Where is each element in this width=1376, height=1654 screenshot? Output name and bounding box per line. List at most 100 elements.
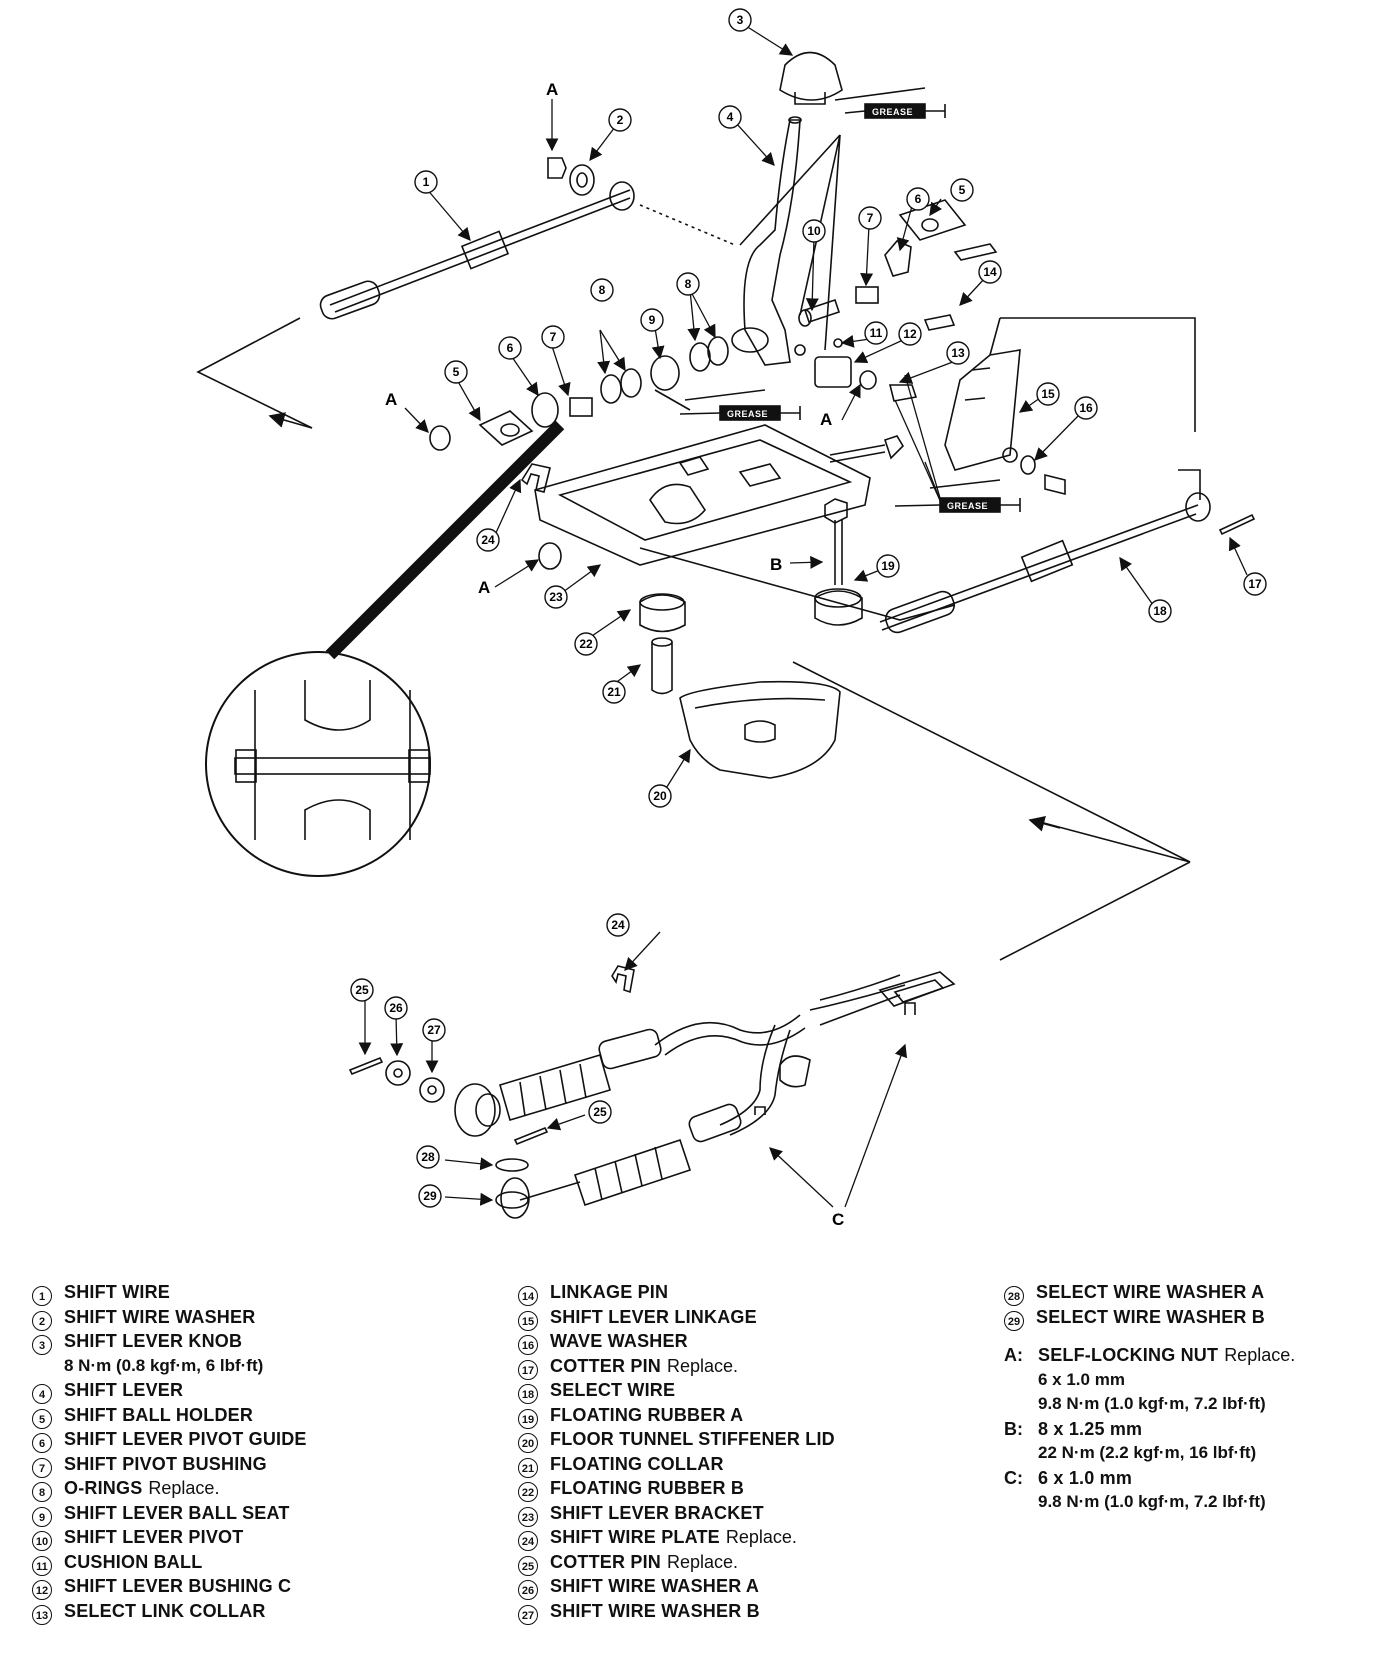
legend-label: SELECT WIRE WASHER B [1036, 1306, 1266, 1327]
exploded-view-diagram: GREASE GREASE GREASE A A A A B C 1234567… [196, 8, 1267, 1229]
grease-label-middle: GREASE [727, 409, 768, 419]
legend-label: SHIFT LEVER BUSHING C [64, 1576, 292, 1596]
callout-number: 20 [653, 789, 667, 803]
callout-23: 23 [544, 585, 568, 609]
fastener-spec: 9.8 N·m (1.0 kgf·m, 7.2 lbf·ft) [1038, 1394, 1266, 1413]
legend-label: SHIFT LEVER BALL SEAT [64, 1502, 290, 1523]
callout-circle [876, 554, 900, 578]
legend-note: Replace. [667, 1355, 739, 1376]
legend-label: SHIFT WIRE WASHER A [550, 1576, 760, 1596]
callout-19: 19 [876, 554, 900, 578]
legend-item: 11 CUSHION BALL [32, 1552, 492, 1577]
callout-circle [608, 108, 632, 132]
legend-number: 11 [32, 1555, 52, 1576]
letter-a-lower: A [478, 578, 490, 597]
callout-number: 7 [867, 211, 874, 225]
callout-circle [416, 1145, 440, 1169]
callout-circle [574, 632, 598, 656]
legend-label: FLOATING RUBBER A [550, 1404, 744, 1425]
callout-number: 9 [649, 313, 656, 327]
legend-number: 20 [518, 1433, 538, 1453]
legend-label: LINKAGE PIN [550, 1282, 669, 1302]
callout-29: 29 [418, 1184, 442, 1208]
shift-lever-knob-drawing [779, 51, 843, 105]
callout-number: 14 [983, 265, 997, 279]
callout-circle [476, 528, 500, 552]
letter-c: C [832, 1210, 844, 1229]
legend-label: CUSHION BALL [64, 1551, 203, 1572]
shift-lever-linkage-drawing [944, 317, 1196, 471]
callout-5: 5 [444, 360, 468, 384]
letter-a-right: A [820, 410, 832, 429]
callout-number: 25 [355, 983, 369, 997]
fastener-item: C:6 x 1.0 mm [1004, 1468, 1364, 1493]
shift-lever-bracket-drawing [534, 424, 956, 621]
callout-15: 15 [1036, 382, 1060, 406]
callout-circle [1074, 396, 1098, 420]
legend-number: 21 [518, 1457, 538, 1478]
callout-10: 10 [802, 219, 826, 243]
callout-number: 5 [453, 365, 460, 379]
callout-circle [676, 272, 700, 296]
callout-number: 21 [607, 685, 621, 699]
callout-7: 7 [541, 325, 565, 349]
callout-number: 7 [550, 330, 557, 344]
fastener-tag: B: [1004, 1418, 1023, 1439]
callout-7: 7 [858, 206, 882, 230]
letter-a-left: A [385, 390, 397, 409]
legend-number: 10 [32, 1531, 52, 1551]
legend-item: 5 SHIFT BALL HOLDER [32, 1405, 492, 1430]
legend-number: 1 [32, 1286, 52, 1306]
bolt-b-and-rubber [814, 498, 863, 626]
legend-label: O-RINGS [64, 1478, 143, 1498]
callout-circle [1036, 382, 1060, 406]
callout-number: 1 [423, 175, 430, 189]
callout-13: 13 [946, 341, 970, 365]
callout-number: 4 [727, 110, 734, 124]
callout-circle [588, 1100, 612, 1124]
callout-3: 3 [728, 8, 752, 32]
legend-number: 5 [32, 1408, 52, 1429]
legend-number: 29 [1004, 1310, 1024, 1331]
callout-number: 8 [685, 277, 692, 291]
callout-circle [602, 680, 626, 704]
fastener-label: 8 x 1.25 mm [1038, 1418, 1143, 1439]
callout-11: 11 [864, 321, 888, 345]
callout-6: 6 [906, 187, 930, 211]
fastener-item: B: 8 x 1.25 mm [1004, 1419, 1364, 1444]
legend-label: SHIFT WIRE PLATE [550, 1527, 720, 1547]
grease-label-lower: GREASE [947, 501, 988, 511]
callout-number: 8 [599, 283, 606, 297]
legend-number: 17 [518, 1359, 538, 1380]
shift-wire-upper [319, 181, 736, 320]
callout-number: 13 [951, 346, 965, 360]
legend-number: 8 [32, 1482, 52, 1502]
grease-callout-middle [654, 389, 801, 421]
callout-16: 16 [1074, 396, 1098, 420]
legend-label: SHIFT BALL HOLDER [64, 1404, 254, 1425]
legend-number: 24 [518, 1531, 538, 1551]
legend-label: SHIFT PIVOT BUSHING [64, 1453, 267, 1474]
legend-number: 13 [32, 1604, 52, 1625]
callout-number: 27 [427, 1023, 441, 1037]
legend-number: 28 [1004, 1286, 1024, 1306]
grease-callout-top [739, 87, 946, 351]
callout-27: 27 [422, 1018, 446, 1042]
legend-label: SHIFT LEVER KNOB [64, 1331, 243, 1351]
callout-18: 18 [1148, 599, 1172, 623]
floor-tunnel-stiffener-lid-drawing [679, 680, 841, 779]
legend-number: 26 [518, 1580, 538, 1600]
callout-number: 25 [593, 1105, 607, 1119]
legend-label: COTTER PIN [550, 1551, 662, 1572]
callout-number: 17 [1248, 577, 1262, 591]
lower-cable-assembly [454, 971, 956, 1219]
